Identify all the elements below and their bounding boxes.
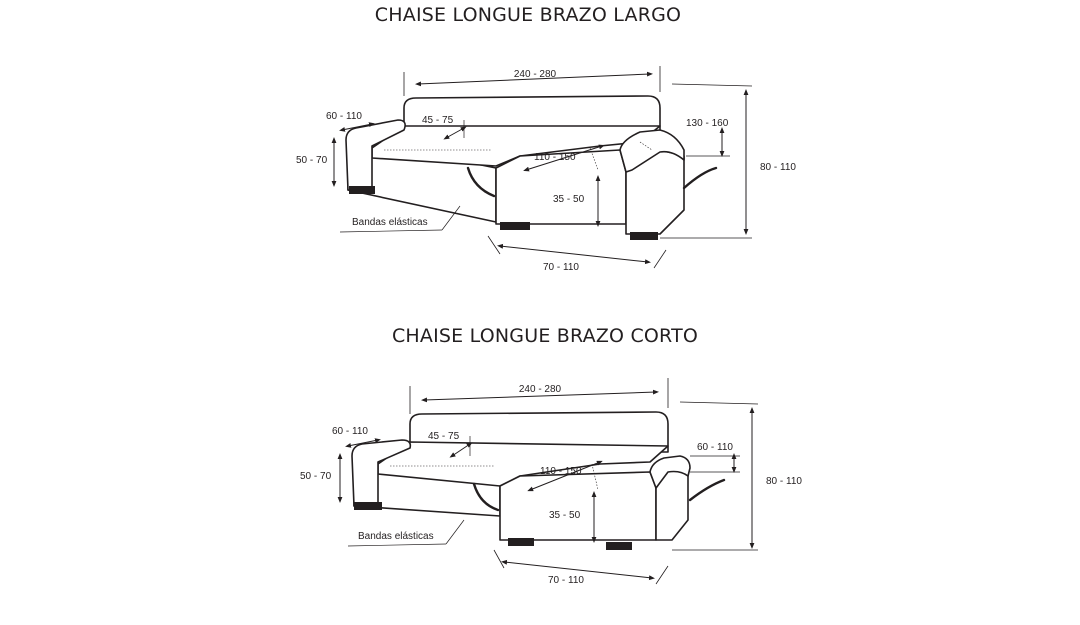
- elastic-strap: [466, 166, 496, 198]
- label-right-arm: 60 - 110: [697, 442, 733, 453]
- label-chaise-depth: 70 - 110: [543, 262, 579, 273]
- leg: [354, 502, 382, 510]
- label-chaise-depth: 70 - 110: [548, 575, 584, 586]
- diagram-title-long-arm: CHAISE LONGUE BRAZO LARGO: [374, 4, 682, 26]
- sofa-short-arm: 240 - 280 60 - 110 45 - 75 60 - 110 50 -…: [300, 378, 802, 586]
- label-width: 240 - 280: [519, 384, 562, 395]
- label-width: 240 - 280: [514, 69, 557, 80]
- label-right-arm: 130 - 160: [686, 118, 729, 129]
- sofa-long-arm: 240 - 280 60 - 110 45 - 75 130 - 160 50 …: [296, 66, 796, 273]
- label-total-height: 80 - 110: [766, 476, 802, 487]
- label-arm-height: 50 - 70: [300, 471, 332, 482]
- label-back-depth: 45 - 75: [422, 115, 454, 126]
- elastic-strap: [472, 482, 500, 512]
- label-back-depth: 45 - 75: [428, 431, 460, 442]
- diagram-title-short-arm: CHAISE LONGUE BRAZO CORTO: [391, 325, 699, 347]
- label-arm-width: 60 - 110: [326, 111, 362, 122]
- label-seat-height: 35 - 50: [549, 510, 581, 521]
- elastic-strap: [682, 166, 718, 190]
- label-arm-height: 50 - 70: [296, 155, 328, 166]
- right-arm: [649, 455, 691, 489]
- leg: [630, 232, 658, 240]
- backrest: [409, 411, 669, 453]
- label-total-height: 80 - 110: [760, 162, 796, 173]
- label-chaise-width: 110 - 150: [540, 466, 582, 477]
- leg: [500, 222, 530, 230]
- label-seat-height: 35 - 50: [553, 194, 585, 205]
- label-chaise-width: 110 - 150: [534, 152, 576, 163]
- label-arm-width: 60 - 110: [332, 426, 368, 437]
- leg: [508, 538, 534, 546]
- label-elastic-bands: Bandas elásticas: [352, 217, 428, 228]
- leg: [606, 542, 632, 550]
- left-arm: [351, 439, 412, 507]
- leg: [349, 186, 375, 194]
- label-elastic-bands: Bandas elásticas: [358, 531, 434, 542]
- left-arm: [345, 119, 406, 191]
- chaise-body: [499, 471, 657, 541]
- right-arm: [619, 129, 685, 173]
- elastic-strap: [688, 478, 726, 502]
